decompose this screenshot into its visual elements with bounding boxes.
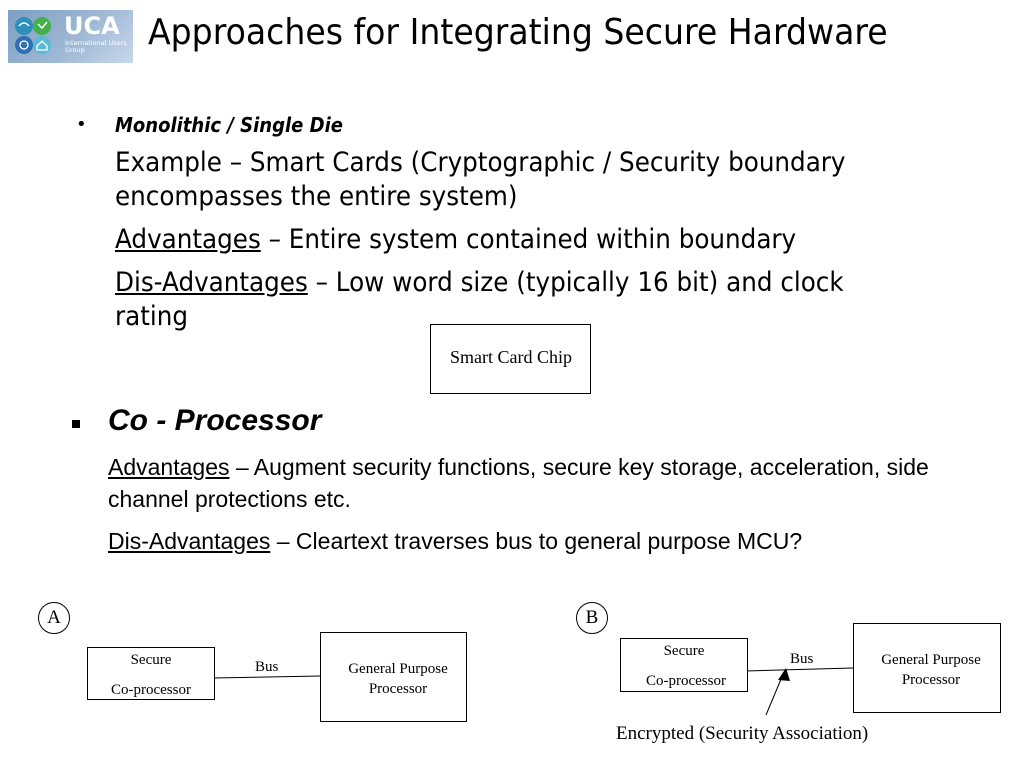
monolithic-disadvantages: Dis-Advantages – Low word size (typicall… bbox=[115, 266, 924, 334]
diagram-b-marker: B bbox=[576, 602, 608, 634]
coprocessor-label-a: Co-processor bbox=[111, 682, 191, 698]
monolithic-advantages: Advantages – Entire system contained wit… bbox=[115, 223, 924, 257]
cop-advantages-text: – Augment security functions, secure key… bbox=[108, 454, 929, 512]
logo-icon bbox=[15, 17, 51, 54]
diagram-a-marker: A bbox=[38, 602, 70, 634]
bus-line-a bbox=[212, 675, 321, 679]
advantages-label: Advantages bbox=[115, 224, 261, 255]
general-purpose-processor-box-a: General Purpose Processor bbox=[320, 632, 467, 722]
secure-label-b: Secure bbox=[663, 643, 705, 659]
gp-line2-a: Processor bbox=[368, 681, 428, 697]
coprocessor-advantages: Advantages – Augment security functions,… bbox=[108, 451, 968, 515]
general-purpose-processor-box-b: General Purpose Processor bbox=[853, 623, 1001, 713]
secure-label-a: Secure bbox=[130, 652, 172, 668]
bus-label-b: Bus bbox=[790, 651, 814, 667]
disadvantages-text: – Low word size (typically 16 bit) and c… bbox=[115, 267, 844, 332]
bullet-marker: • bbox=[76, 114, 87, 135]
cop-disadvantages-text: – Cleartext traverses bus to general pur… bbox=[270, 528, 803, 554]
coprocessor-disadvantages: Dis-Advantages – Cleartext traverses bus… bbox=[108, 525, 968, 557]
secure-coprocessor-box-a: Secure Co-processor bbox=[87, 647, 215, 700]
gp-line2-b: Processor bbox=[901, 672, 961, 688]
monolithic-heading: Monolithic / Single Die bbox=[115, 113, 343, 137]
gp-line1-a: General Purpose bbox=[348, 661, 448, 677]
monolithic-example: Example – Smart Cards (Cryptographic / S… bbox=[115, 147, 846, 212]
cop-advantages-label: Advantages bbox=[108, 454, 230, 480]
bus-label-a: Bus bbox=[255, 659, 279, 675]
smart-card-chip-box: Smart Card Chip bbox=[430, 324, 591, 394]
advantages-text: – Entire system contained within boundar… bbox=[260, 224, 797, 255]
secure-coprocessor-box-b: Secure Co-processor bbox=[620, 638, 748, 692]
encrypted-annotation: Encrypted (Security Association) bbox=[616, 723, 869, 744]
cop-disadvantages-label: Dis-Advantages bbox=[108, 528, 271, 554]
gp-label-a: General Purpose Processor bbox=[321, 659, 475, 699]
square-bullet-icon bbox=[72, 420, 80, 428]
coprocessor-heading: Co - Processor bbox=[108, 404, 322, 437]
disadvantages-label: Dis-Advantages bbox=[115, 267, 308, 298]
uca-logo: UCA International Users Group bbox=[8, 10, 133, 63]
annotation-arrowhead bbox=[778, 668, 790, 681]
bus-line-b bbox=[745, 667, 854, 672]
logo-subtext: International Users Group bbox=[65, 39, 127, 54]
page-title: Approaches for Integrating Secure Hardwa… bbox=[148, 12, 888, 53]
gp-label-b: General Purpose Processor bbox=[854, 650, 1008, 690]
gp-line1-b: General Purpose bbox=[881, 652, 981, 668]
smart-card-chip-label: Smart Card Chip bbox=[450, 347, 572, 367]
logo-wordmark: UCA bbox=[64, 12, 120, 40]
coprocessor-label-b: Co-processor bbox=[646, 673, 726, 689]
